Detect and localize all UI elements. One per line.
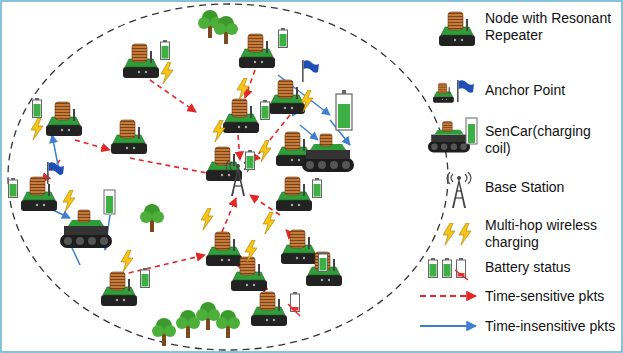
network-boundary <box>8 4 448 350</box>
legend-text: SenCar(charging coil) <box>485 123 619 157</box>
legend-text: Multi-hop wireless charging <box>485 217 619 251</box>
legend-text: Node with Resonant Repeater <box>485 10 619 44</box>
legend-text: Time-sensitive pkts <box>485 288 619 305</box>
legend-text: Battery status <box>485 259 619 276</box>
legend-samples <box>420 12 477 326</box>
legend-text: Base Station <box>485 179 619 196</box>
legend-text: Anchor Point <box>485 82 619 99</box>
legend-text: Time-insensitive pkts <box>485 318 619 335</box>
